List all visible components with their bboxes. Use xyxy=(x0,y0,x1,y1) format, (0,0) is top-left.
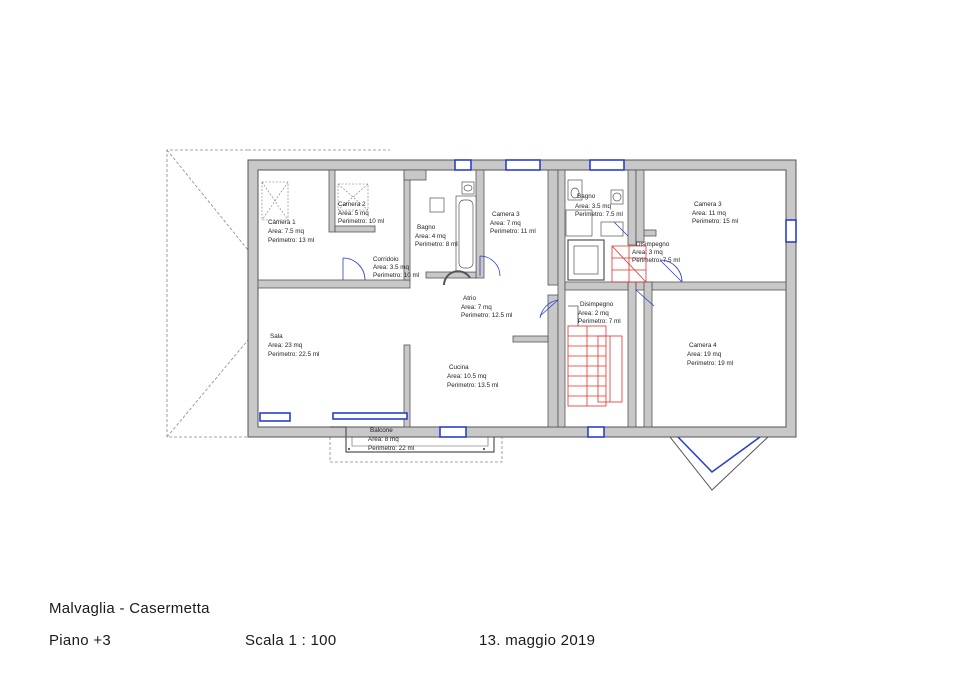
interior-walls xyxy=(257,169,787,428)
bay-window xyxy=(668,436,770,491)
drawing-scale: Scala 1 : 100 xyxy=(245,632,337,649)
stair-arrow xyxy=(568,305,579,326)
floor-level: Piano +3 xyxy=(49,632,112,649)
staircase xyxy=(567,245,647,407)
windows xyxy=(259,159,797,438)
roof-outline xyxy=(166,149,503,463)
bathroom-fixtures xyxy=(429,179,624,281)
wardrobes xyxy=(261,181,369,221)
project-title: Malvaglia - Casermetta xyxy=(49,600,210,617)
doors xyxy=(342,221,683,319)
balcony xyxy=(330,426,495,453)
drawing-date: 13. maggio 2019 xyxy=(479,632,596,649)
